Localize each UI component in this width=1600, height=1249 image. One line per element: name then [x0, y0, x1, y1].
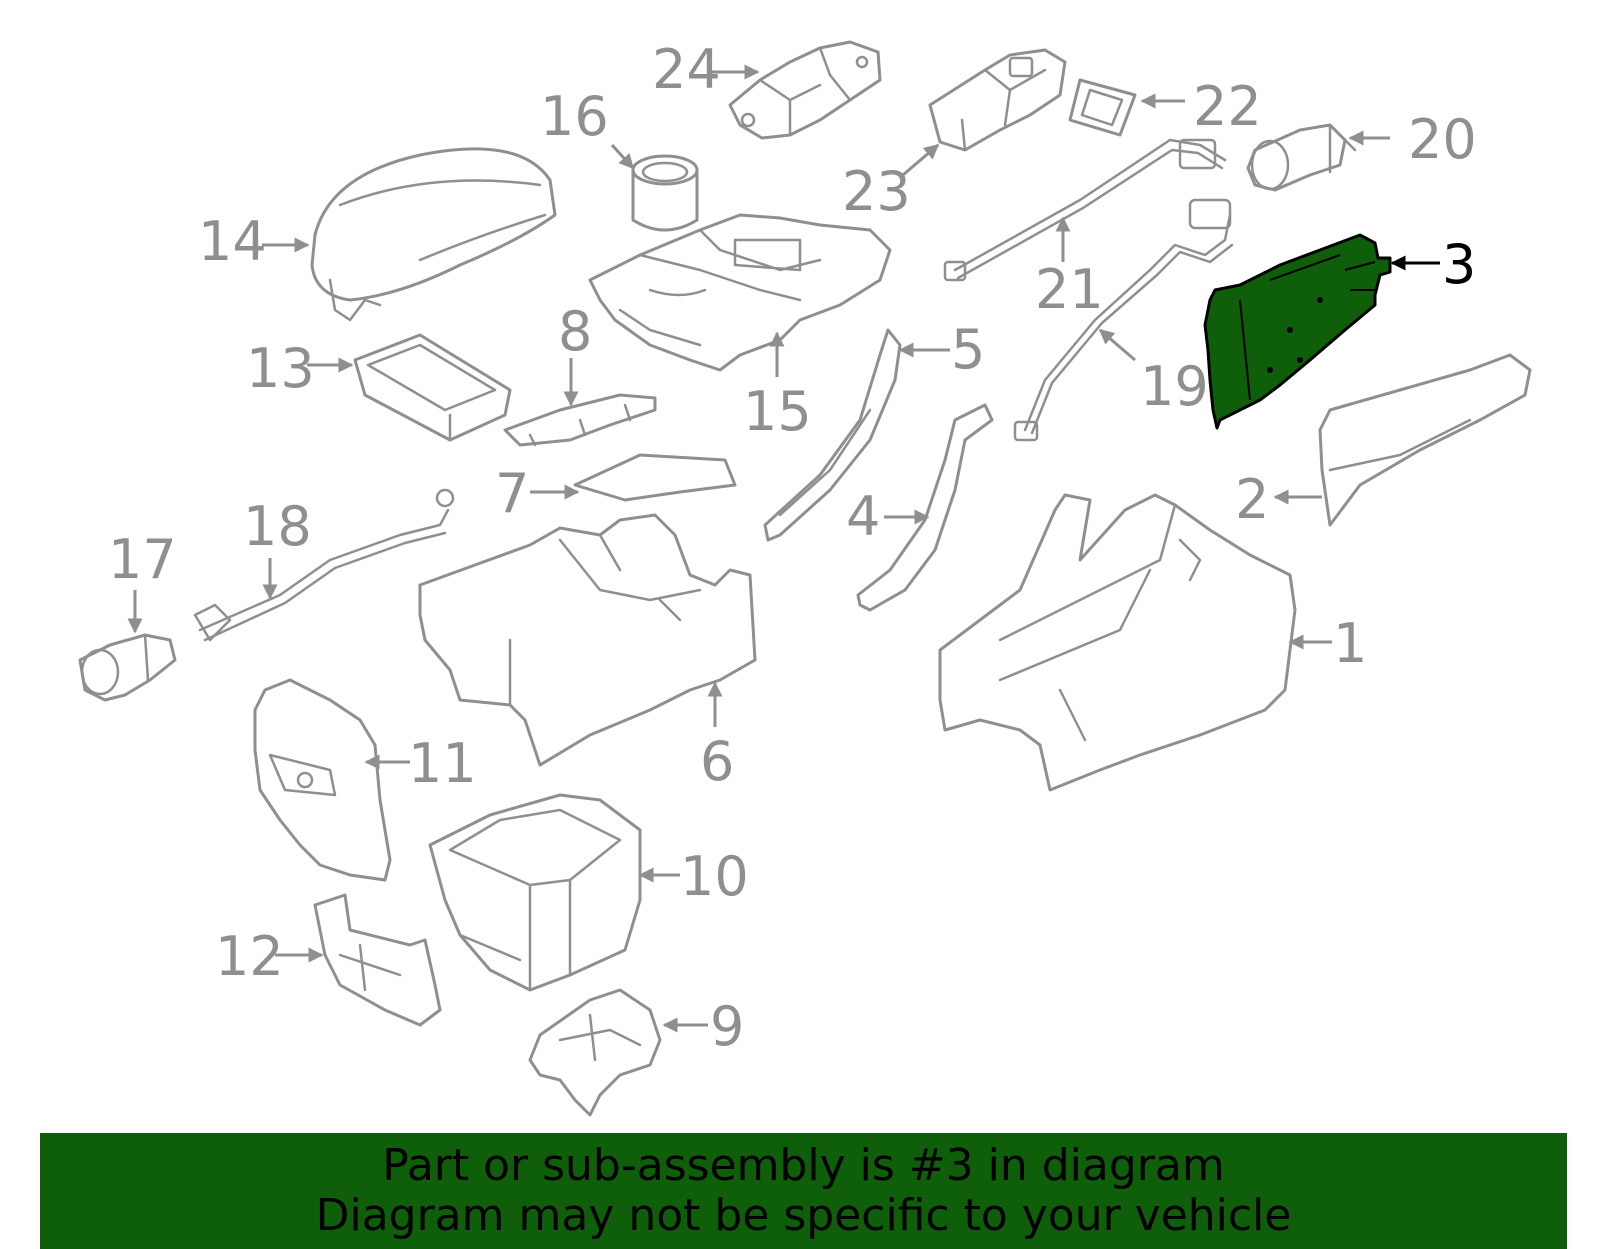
part-21-harness[interactable] — [943, 138, 1227, 282]
callout-16: 16 — [540, 85, 609, 148]
callout-7: 7 — [495, 462, 529, 525]
part-20-socket[interactable] — [1246, 123, 1357, 192]
part-1-console-base[interactable] — [938, 493, 1297, 792]
callout-8: 8 — [558, 300, 592, 363]
callout-6: 6 — [700, 730, 734, 793]
info-banner: Part or sub-assembly is #3 in diagram Di… — [40, 1133, 1567, 1249]
part-3-side-panel[interactable] — [1203, 233, 1392, 430]
part-8-trim[interactable] — [503, 393, 657, 447]
callout-18: 18 — [243, 495, 312, 558]
callout-12: 12 — [215, 925, 284, 988]
part-2-side-cover[interactable] — [1318, 353, 1532, 527]
callout-labels: 24 16 22 20 23 21 3 14 5 19 13 8 15 7 2 … — [108, 38, 1477, 1058]
leader-lines — [127, 64, 1440, 1033]
part-6-console-body[interactable] — [418, 513, 757, 767]
callout-17: 17 — [108, 528, 177, 591]
callout-21: 21 — [1035, 258, 1104, 321]
callout-11: 11 — [408, 732, 477, 795]
part-13-tray[interactable] — [353, 333, 512, 442]
part-11-front-cover[interactable] — [253, 678, 392, 882]
banner-line-1: Part or sub-assembly is #3 in diagram — [382, 1140, 1225, 1191]
part-15-console-top[interactable] — [588, 213, 892, 372]
banner-line-2: Diagram may not be specific to your vehi… — [315, 1190, 1292, 1241]
part-7-trim[interactable] — [573, 453, 737, 502]
part-22-bezel[interactable] — [1068, 78, 1137, 137]
callout-2: 2 — [1235, 468, 1269, 531]
callout-9: 9 — [710, 995, 744, 1058]
callout-23: 23 — [842, 160, 911, 223]
callout-4: 4 — [846, 485, 880, 548]
part-16-cup-holder[interactable] — [631, 154, 699, 232]
part-14-armrest[interactable] — [310, 147, 557, 322]
callout-19: 19 — [1140, 355, 1209, 418]
part-12-bracket[interactable] — [313, 893, 442, 1027]
callout-14: 14 — [198, 210, 267, 273]
part-17-socket[interactable] — [78, 633, 177, 702]
part-24-switch[interactable] — [728, 40, 882, 140]
callout-22: 22 — [1193, 75, 1262, 138]
callout-1: 1 — [1333, 612, 1367, 675]
callout-3: 3 — [1442, 233, 1476, 296]
part-9-bracket[interactable] — [528, 988, 662, 1117]
part-23-switch[interactable] — [928, 48, 1067, 152]
callout-10: 10 — [680, 845, 749, 908]
callout-13: 13 — [246, 337, 315, 400]
part-19-cable[interactable] — [1013, 198, 1234, 442]
part-10-storage-bin[interactable] — [428, 793, 642, 992]
part-5-side-trim[interactable] — [763, 328, 902, 542]
callout-5: 5 — [951, 318, 985, 381]
callout-15: 15 — [743, 380, 812, 443]
part-18-cable[interactable] — [193, 488, 455, 642]
callout-20: 20 — [1408, 108, 1477, 171]
callout-24: 24 — [652, 38, 721, 101]
